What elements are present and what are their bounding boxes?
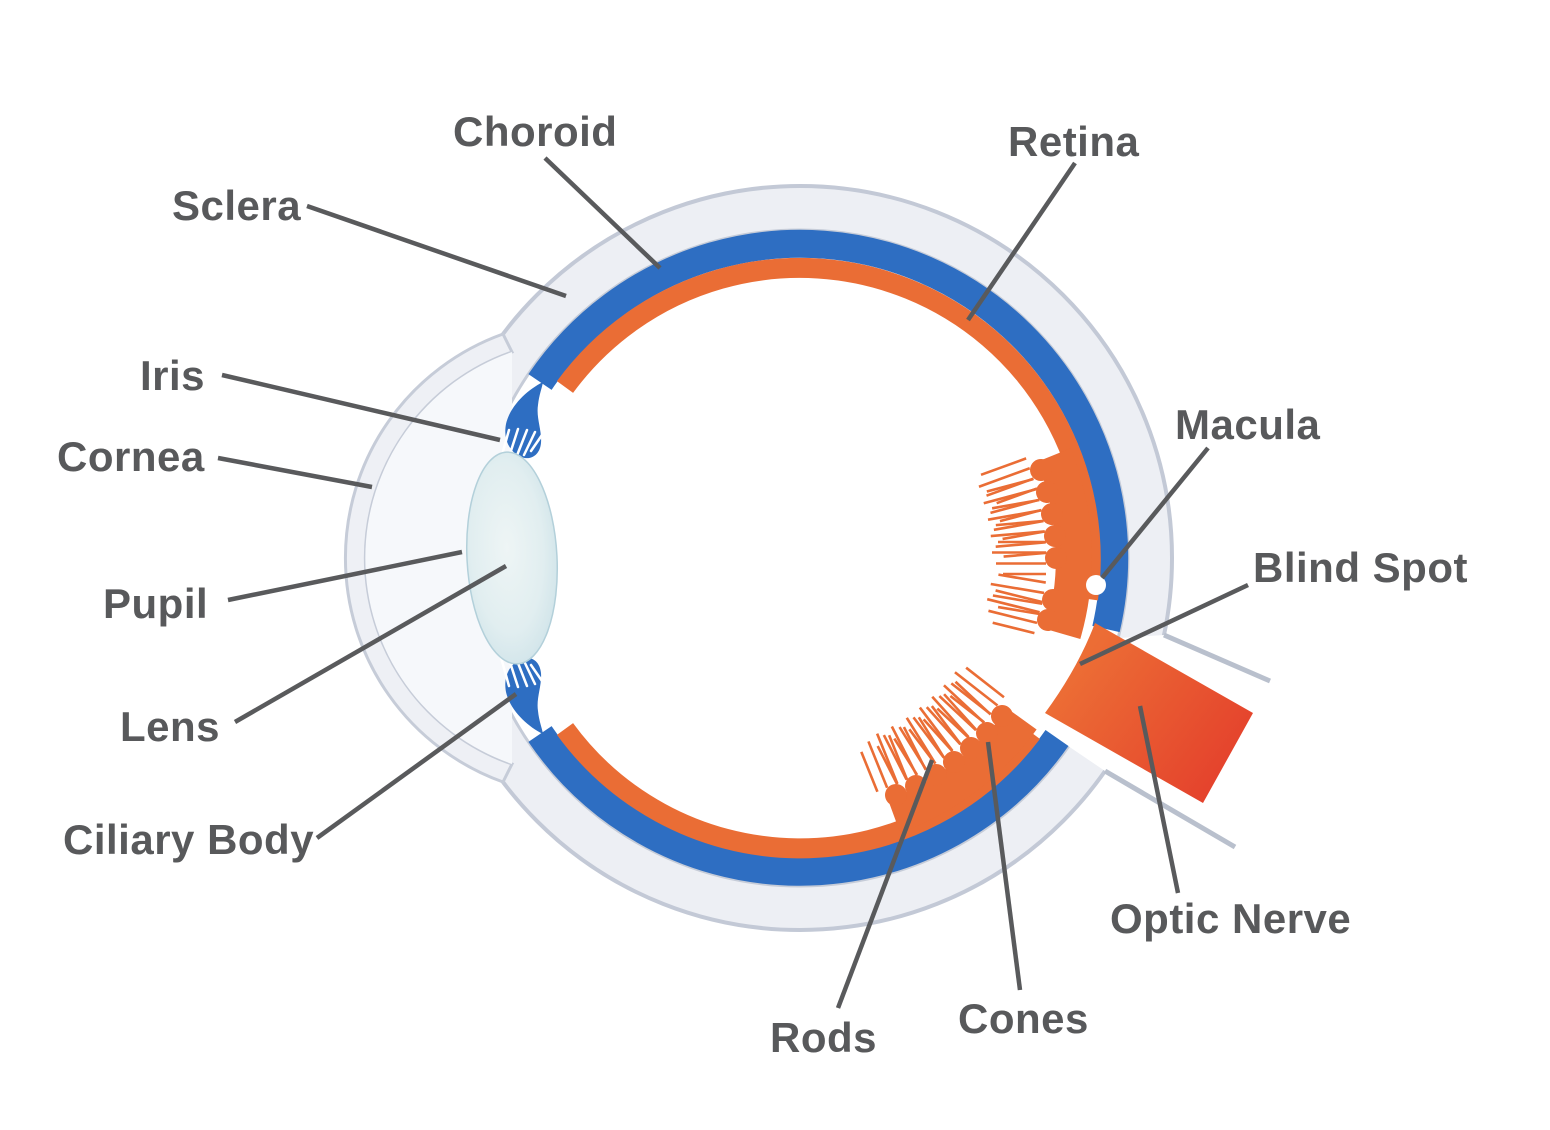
rods-label: Rods	[770, 1014, 877, 1061]
sclera-label: Sclera	[172, 182, 302, 229]
iris-label: Iris	[140, 352, 206, 399]
rods-leader-line	[835, 759, 935, 1009]
ciliary-body-leader-line	[315, 692, 518, 840]
blind-spot-label: Blind Spot	[1253, 544, 1468, 591]
cornea-label: Cornea	[57, 433, 205, 480]
cones-leader-line	[985, 741, 1023, 991]
iris-leader-line	[221, 372, 501, 443]
retina-label: Retina	[1008, 118, 1140, 165]
lens	[465, 451, 559, 665]
optic-nerve-label: Optic Nerve	[1110, 895, 1352, 942]
pupil-leader-line	[227, 549, 463, 603]
leader-lines	[217, 156, 1249, 1009]
optic-nerve	[1045, 623, 1253, 803]
photoreceptor-layer	[855, 448, 1092, 833]
choroid-label: Choroid	[453, 108, 618, 155]
macula-leader-line	[1100, 446, 1210, 580]
optic-nerve-leader-line	[1137, 705, 1181, 894]
ciliary-body-label: Ciliary Body	[63, 816, 315, 863]
cornea-leader-line	[217, 455, 373, 490]
photoreceptor-zone-upper	[1037, 448, 1092, 640]
macula-spot	[1086, 575, 1106, 595]
choroid-leader-line	[543, 156, 662, 270]
pupil-label: Pupil	[103, 580, 209, 627]
cones-label: Cones	[958, 995, 1089, 1042]
retina-leader-line	[966, 161, 1077, 322]
macula-label: Macula	[1175, 401, 1321, 448]
lens-label: Lens	[120, 703, 221, 750]
lens-leader-line	[233, 564, 508, 724]
sclera-leader-line	[306, 203, 567, 299]
blind-spot-leader-line	[1079, 582, 1249, 667]
photoreceptor-zone-lower	[887, 708, 1037, 833]
